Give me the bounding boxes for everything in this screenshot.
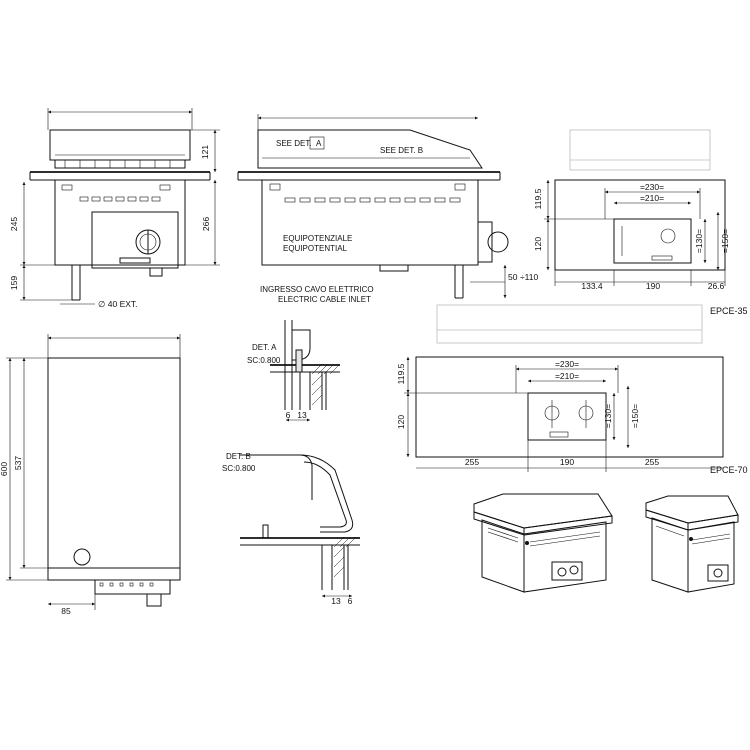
det-a-scale: SC:0.800 xyxy=(247,356,281,365)
cable-inlet-en: ELECTRIC CABLE INLET xyxy=(278,295,371,304)
c35-dim-133-4: 133.4 xyxy=(581,281,603,291)
c70-dim-255-left: 255 xyxy=(465,457,479,467)
det-b-scale: SC:0.800 xyxy=(222,464,256,473)
c35-dim-150: =150= xyxy=(720,229,730,253)
det-b-title: DET. B xyxy=(226,452,251,461)
cutout-35 xyxy=(544,129,726,286)
cable-inlet-it: INGRESSO CAVO ELETTRICO xyxy=(260,285,374,294)
det-b-dim-6: 6 xyxy=(348,596,353,606)
c70-dim-119-5: 119.5 xyxy=(396,363,406,384)
equipotential-it: EQUIPOTENZIALE xyxy=(283,234,352,243)
c70-dim-190: 190 xyxy=(560,457,574,467)
c35-dim-26-6: 26.6 xyxy=(708,281,725,291)
detail-a xyxy=(270,320,341,422)
front-view xyxy=(20,108,220,305)
side-dim-110: ÷110 xyxy=(520,272,538,282)
c70-dim-210: =210= xyxy=(555,371,579,381)
model-epce-35: EPCE-35 xyxy=(710,306,748,316)
front-dim-245: 245 xyxy=(9,217,19,231)
c35-dim-210: =210= xyxy=(640,193,664,203)
front-dim-121: 121 xyxy=(200,145,210,159)
c35-dim-119-5: 119.5 xyxy=(533,188,543,209)
top-dim-600: 600 xyxy=(0,462,9,476)
c70-dim-230: =230= xyxy=(555,359,579,369)
det-a-dim-6: 6 xyxy=(286,410,291,420)
c35-dim-230: =230= xyxy=(640,182,664,192)
det-a-title: DET. A xyxy=(252,343,277,352)
iso-large xyxy=(473,493,613,593)
top-view xyxy=(6,334,181,610)
front-dim-266: 266 xyxy=(201,217,211,231)
det-a-dim-13: 13 xyxy=(297,410,307,420)
see-det-a-letter: A xyxy=(316,139,322,148)
c35-dim-190: 190 xyxy=(646,281,660,291)
c70-dim-130: =130= xyxy=(603,404,613,428)
top-dim-537: 537 xyxy=(13,456,23,470)
model-epce-70: EPCE-70 xyxy=(710,465,748,475)
c70-dim-150: =150= xyxy=(630,404,640,428)
front-dim-159: 159 xyxy=(9,276,19,290)
side-view xyxy=(237,114,509,299)
c70-dim-120: 120 xyxy=(396,415,406,429)
top-dim-85: 85 xyxy=(61,606,71,616)
c35-dim-120: 120 xyxy=(533,237,543,251)
front-dim-pipe: ∅ 40 EXT. xyxy=(98,299,138,309)
side-dim-50: 50 xyxy=(508,272,518,282)
det-b-dim-13: 13 xyxy=(331,596,341,606)
det-a-box xyxy=(309,136,325,150)
equipotential-en: EQUIPOTENTIAL xyxy=(283,244,348,253)
see-det-b-label: SEE DET. B xyxy=(380,146,423,155)
cutout-70 xyxy=(404,304,724,472)
c70-dim-255-right: 255 xyxy=(645,457,659,467)
c35-dim-130: =130= xyxy=(694,229,704,253)
detail-b xyxy=(240,454,360,598)
see-det-a-label: SEE DET. xyxy=(276,139,312,148)
iso-small xyxy=(645,495,739,593)
